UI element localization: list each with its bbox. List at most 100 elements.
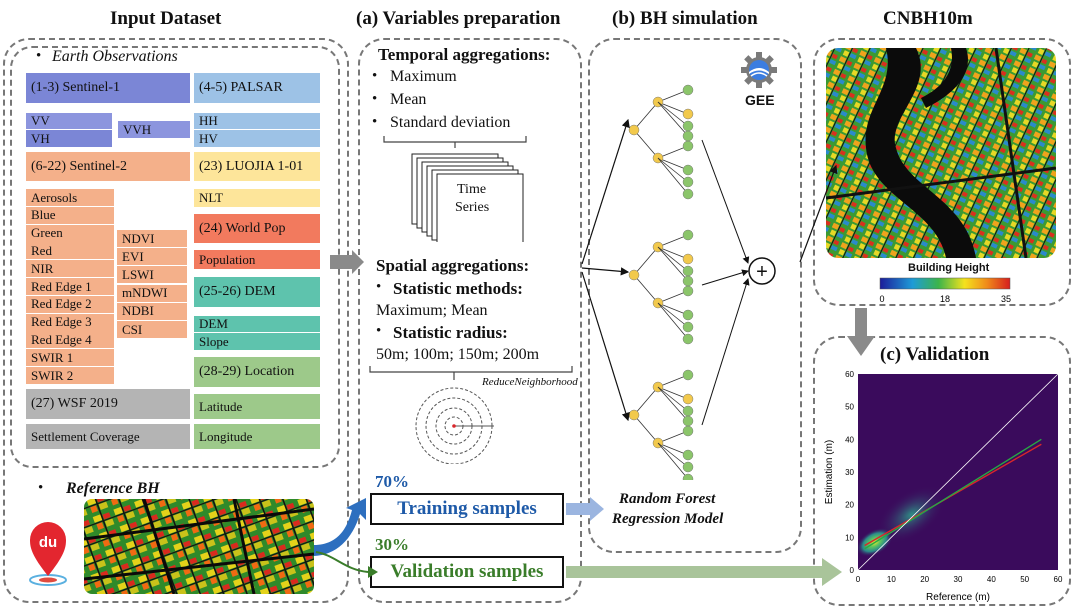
- sentinel2-band-10: SWIR 2: [26, 367, 114, 384]
- random-forest-diagram: +: [628, 84, 776, 480]
- tree-edge: [633, 414, 659, 444]
- sentinel2-index-4: NDBI: [117, 302, 187, 320]
- sentinel2-band-2: Green: [26, 224, 114, 242]
- colorbar-tick-18: 18: [940, 294, 950, 304]
- worldpop-population: Population: [194, 250, 320, 269]
- reference-bh-label: Reference BH: [66, 480, 160, 497]
- time-series-layer: [436, 173, 524, 242]
- y-tick-label: 20: [845, 501, 854, 510]
- cnbh-title: CNBH10m: [883, 8, 973, 29]
- temporal-maximum: Maximum: [390, 68, 457, 85]
- x-tick-label: 50: [1020, 575, 1029, 584]
- tree-node: [682, 285, 694, 297]
- tree-edge: [657, 157, 689, 171]
- tree-edge: [657, 386, 689, 422]
- sentinel2-index-5: CSI: [117, 321, 187, 338]
- rf-label-2: Regression Model: [612, 511, 724, 527]
- palsar-hv: HV: [194, 130, 320, 147]
- validation-to-chart-arrow: [566, 558, 842, 586]
- statistic-methods-title: Statistic methods:: [393, 279, 523, 298]
- time-series-label-1: Time: [457, 182, 487, 197]
- sentinel2-band-1: Blue: [26, 206, 114, 224]
- tree-edge: [657, 374, 689, 388]
- temporal-bullet-1: •: [372, 68, 378, 84]
- x-tick-label: 40: [987, 575, 996, 584]
- sentinel2-band-7: Red Edge 3: [26, 313, 114, 331]
- slope-item: Slope: [194, 333, 320, 350]
- building-height-colorbar: 0 18 35: [879, 277, 1011, 304]
- reference-bullet: •: [38, 480, 44, 496]
- input-dataset-title: Input Dataset: [110, 8, 222, 29]
- tree-to-ensemble-arrow: [701, 278, 750, 426]
- sentinel2-band-5: Red Edge 1: [26, 278, 114, 295]
- tree-edge: [657, 101, 689, 127]
- bh-simulation-title: (b) BH simulation: [612, 8, 758, 29]
- validation-title: (c) Validation: [880, 344, 990, 365]
- dem-item: DEM: [194, 316, 320, 332]
- tree-edge: [657, 157, 689, 183]
- baidu-pin-icon: du: [29, 522, 67, 586]
- tree-root-node: [628, 269, 640, 281]
- y-tick-label: 10: [845, 533, 854, 542]
- colorbar-title: Building Height: [908, 262, 990, 274]
- gee-gear-icon: [741, 52, 777, 88]
- tree-node: [682, 164, 694, 176]
- worldpop-header: (24) World Pop: [194, 214, 320, 243]
- tree-root-node: [628, 409, 640, 421]
- statistic-methods-value: Maximum; Mean: [376, 302, 488, 319]
- tree-edge: [657, 386, 689, 400]
- tree-edge: [657, 302, 689, 328]
- colorbar-tick-35: 35: [1001, 294, 1011, 304]
- x-axis-label: Reference (m): [926, 592, 990, 603]
- sentinel2-index-2: LSWI: [117, 266, 187, 284]
- tree-node: [682, 449, 694, 461]
- time-series-stack: [383, 136, 527, 242]
- sentinel2-index-3: mNDWI: [117, 284, 187, 302]
- tree-root-node: [628, 124, 640, 136]
- y-tick-label: 30: [845, 468, 854, 477]
- y-tick-label: 50: [845, 403, 854, 412]
- tree-edge: [657, 246, 689, 260]
- training-samples-box: Training samples: [370, 493, 564, 525]
- y-tick-label: 0: [850, 566, 855, 575]
- time-series-label-2: Series: [455, 200, 490, 215]
- cnbh-map: [826, 48, 1056, 258]
- reference-bh-map: [84, 499, 314, 594]
- gee-label: GEE: [745, 92, 775, 108]
- tree-edge: [633, 274, 659, 304]
- tree-edge: [657, 290, 689, 304]
- tree-edge: [657, 101, 689, 137]
- reduce-neighborhood-diagram: [369, 366, 573, 464]
- tree-leaf-node: [682, 405, 694, 417]
- tree-edge: [633, 246, 659, 276]
- tree-edge: [657, 234, 689, 248]
- spatial-title: Spatial aggregations:: [376, 256, 530, 275]
- validation-samples-box: Validation samples: [370, 556, 564, 588]
- tree-edge: [657, 246, 689, 282]
- sentinel2-header: (6-22) Sentinel-2: [26, 152, 190, 181]
- tree-edge: [657, 302, 689, 316]
- rf-label-1: Random Forest: [619, 491, 716, 507]
- tree-node: [682, 229, 694, 241]
- temporal-std: Standard deviation: [390, 114, 511, 131]
- identity-line: [858, 374, 1058, 570]
- vars-prep-panel: [358, 38, 582, 603]
- tree-edge: [633, 101, 659, 131]
- sentinel1-vv: VV: [26, 113, 112, 129]
- tree-edge: [657, 157, 689, 195]
- tree-edge: [657, 442, 689, 456]
- statistic-radius-title: Statistic radius:: [393, 323, 508, 342]
- tree-node: [682, 84, 694, 96]
- y-tick-label: 60: [845, 370, 854, 379]
- tree-leaf-node: [682, 473, 694, 480]
- training-pct: 70%: [375, 472, 409, 491]
- tree-node: [682, 108, 694, 120]
- x-tick-label: 0: [856, 575, 861, 584]
- tree-edge: [657, 442, 689, 480]
- input-dataset-panel: [3, 38, 349, 603]
- tree-leaf-node: [682, 130, 694, 142]
- wsf-header: (27) WSF 2019: [26, 389, 190, 419]
- tree-leaf-node: [682, 265, 694, 277]
- colorbar-tick-0: 0: [879, 294, 884, 304]
